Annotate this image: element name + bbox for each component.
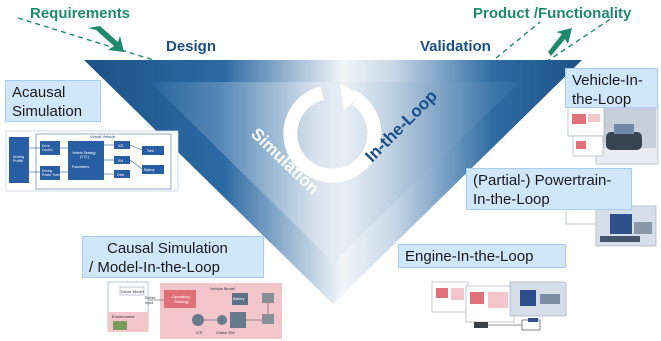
acausal-thumb-title: Virtual Vehicle bbox=[90, 134, 116, 139]
guide-line-left bbox=[17, 17, 161, 63]
vehicle-in-the-loop-callout: Vehicle-In- the-Loop bbox=[565, 68, 658, 108]
svg-text:Tank: Tank bbox=[147, 149, 154, 153]
powertrain-line-2: In-the-Loop bbox=[473, 191, 550, 208]
arrow-up-right-icon bbox=[548, 28, 572, 56]
guide-line-right-2 bbox=[495, 21, 541, 59]
causal-simulation-callout: Causal Simulation / Model-In-the-Loop bbox=[82, 236, 264, 278]
svg-text:Drive: Drive bbox=[42, 144, 50, 148]
svg-text:Vehicle Strategy: Vehicle Strategy bbox=[72, 151, 96, 155]
engine-in-the-loop-photos bbox=[431, 281, 567, 331]
svg-text:Gear: Gear bbox=[117, 173, 125, 177]
acausal-line-1: Acausal bbox=[12, 84, 66, 101]
svg-text:Environment: Environment bbox=[112, 314, 135, 319]
engine-in-the-loop-callout: Engine-In-the-Loop bbox=[398, 244, 566, 268]
acausal-simulation-thumbnail: Virtual Vehicle Driving Profile Drive Co… bbox=[5, 130, 179, 192]
svg-text:EM: EM bbox=[118, 159, 123, 163]
vehicle-line-2: the-Loop bbox=[572, 91, 632, 108]
svg-text:Battery: Battery bbox=[144, 168, 155, 172]
engine-line-1: Engine-In-the-Loop bbox=[405, 248, 534, 265]
powertrain-line-1: (Partial-) Powertrain- bbox=[473, 172, 612, 189]
causal-simulation-thumbnail: Driver Model Environment Driver Input Ve… bbox=[107, 281, 282, 339]
svg-text:Input: Input bbox=[145, 301, 154, 305]
svg-text:Operating: Operating bbox=[172, 294, 190, 299]
svg-text:Battery: Battery bbox=[233, 297, 245, 301]
vehicle-line-1: Vehicle-In- bbox=[572, 72, 643, 89]
guide-line-right bbox=[545, 17, 613, 63]
product-functionality-label: Product /Functionality bbox=[473, 5, 632, 22]
vehicle-in-the-loop-photos bbox=[567, 103, 659, 165]
powertrain-in-the-loop-callout: (Partial-) Powertrain- In-the-Loop bbox=[466, 168, 632, 210]
svg-text:Driver: Driver bbox=[145, 296, 156, 300]
svg-text:Profile: Profile bbox=[13, 159, 23, 163]
causal-line-1: Causal Simulation bbox=[107, 240, 228, 257]
svg-text:Driving: Driving bbox=[13, 155, 24, 159]
svg-text:Strategy: Strategy bbox=[174, 299, 189, 304]
requirements-label: Requirements bbox=[30, 5, 131, 22]
arrow-down-right-icon bbox=[88, 26, 124, 52]
svg-text:ICE: ICE bbox=[118, 144, 124, 148]
causal-line-2: / Model-In-the-Loop bbox=[89, 259, 220, 276]
svg-text:ICE: ICE bbox=[196, 330, 203, 335]
design-label: Design bbox=[166, 38, 217, 55]
svg-text:Vehicle Model: Vehicle Model bbox=[210, 286, 235, 291]
svg-text:Driving: Driving bbox=[42, 169, 52, 173]
acausal-line-2: Simulation bbox=[12, 103, 83, 120]
svg-text:(VTC): (VTC) bbox=[80, 155, 89, 159]
acausal-simulation-callout: Acausal Simulation bbox=[5, 80, 101, 122]
circular-cycle-icon bbox=[283, 84, 382, 183]
svg-text:Driver Model: Driver Model bbox=[121, 289, 144, 294]
svg-text:Parameters: Parameters bbox=[72, 165, 89, 169]
svg-text:Control: Control bbox=[42, 148, 53, 152]
svg-text:Clutch EM: Clutch EM bbox=[216, 330, 234, 335]
validation-label: Validation bbox=[420, 38, 491, 55]
svg-text:Power Train: Power Train bbox=[42, 173, 60, 177]
